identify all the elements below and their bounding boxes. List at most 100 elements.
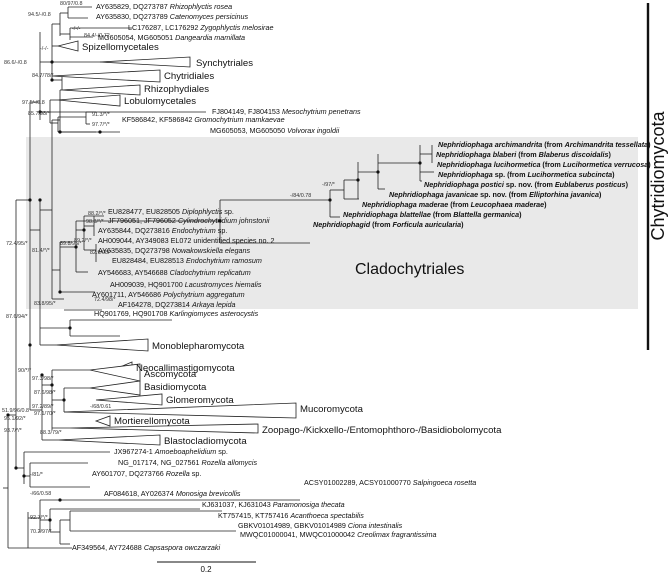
support-value: 97.5/-/0.8 xyxy=(22,100,45,106)
clade-label-mortierellomycota: Mortierellomycota xyxy=(114,416,190,427)
support-value: 84.4/-/0.72 xyxy=(84,33,110,39)
support-value: 87.6/94/* xyxy=(6,314,28,320)
triangle-lobulomycetales xyxy=(57,94,121,107)
support-value: 94.5/-/0.8 xyxy=(28,12,51,18)
taxon-label: AY601707, DQ273766 Rozella sp. xyxy=(92,469,201,478)
taxon-label: AF164278, DQ273814 Arkaya lepida xyxy=(118,300,236,309)
taxon-label: EU828484, EU828513 Endochytrium ramosum xyxy=(112,256,262,265)
support-value: 84.7/78/* xyxy=(32,73,54,79)
support-value: 81.4/*/* xyxy=(32,248,51,254)
support-value: 89.2/*/* xyxy=(74,238,93,244)
taxon-label: AH009039, HQ901700 Lacustromyces hiemali… xyxy=(110,280,262,289)
support-value: 72.4/98/* xyxy=(94,297,116,303)
support-value: 88.2/*/* xyxy=(88,211,107,217)
taxon-label: Nephridiophaga lucihormetica (from Lucih… xyxy=(437,160,651,169)
taxon-label: Nephridiophaga blattellae (from Blattell… xyxy=(343,210,522,219)
clade-label-glomeromycota: Glomeromycota xyxy=(166,395,234,406)
taxon-label: NG_017174, NG_027561 Rozella allomycis xyxy=(118,458,257,467)
taxon-label: Nephridiophagid (from Forficula auricula… xyxy=(313,220,464,229)
support-value: -/66/0.58 xyxy=(30,491,51,497)
taxon-label: MG605053, MG605050 Volvorax ingoldii xyxy=(210,126,340,135)
support-value: 86.6/-/0.8 xyxy=(4,60,27,66)
taxon-label: GBKV01014989, GBKV01014989 Ciona intesti… xyxy=(238,521,403,530)
support-value: 82.9/98/* xyxy=(90,250,112,256)
taxon-label: JF796051, JF796052 Cylindrochytridium jo… xyxy=(108,216,270,225)
triangle-synchytriales xyxy=(99,56,191,68)
support-value: -/-/- xyxy=(40,46,49,52)
support-value: 70.2/97/* xyxy=(30,529,52,535)
support-value: 51.9/96/0.8 xyxy=(2,408,29,414)
support-value: 83.8/95/* xyxy=(34,301,56,307)
clade-label-basidiomycota: Basidiomycota xyxy=(144,382,207,393)
cladochytriales-highlight xyxy=(26,137,638,309)
taxon-label: Nephridiophaga javanicae sp. nov. (from … xyxy=(389,190,602,199)
clade-label-chytridiales: Chytridiales xyxy=(164,71,214,82)
triangle-mucoromycota xyxy=(63,402,297,419)
triangle-basidiomycota xyxy=(89,380,141,396)
clade-label-zoopago-kickxello-entomophthoro-basidiobolomycota: Zoopago-/Kickxello-/Entomophthoro-/Basid… xyxy=(262,425,502,436)
support-value: 93.7/*/* xyxy=(4,428,23,434)
taxon-label: Nephridiophaga blaberi (from Blaberus di… xyxy=(436,150,612,159)
support-value: 97.7/*/* xyxy=(92,122,111,128)
support-value: 88.3/79/* xyxy=(40,430,62,436)
clade-label-blastocladiomycota: Blastocladiomycota xyxy=(164,436,247,447)
support-value: 95.1/92/* xyxy=(4,416,26,422)
clade-label-neocallimastigomycota: Neocallimastigomycota xyxy=(136,363,235,374)
taxon-label: AY635830, DQ273789 Catenomyces persicinu… xyxy=(96,12,249,21)
triangle-glomeromycota xyxy=(95,393,163,406)
support-value: -/-/- xyxy=(72,26,81,32)
support-value: 97.1/70/* xyxy=(34,411,56,417)
triangle-zoopagomycota xyxy=(69,423,259,434)
collapsed-clades xyxy=(51,40,297,446)
taxon-label: AH009044, AY349083 EL072 unidentified sp… xyxy=(98,236,275,245)
taxon-label: Nephridiophaga archimandrita (from Archi… xyxy=(438,140,651,149)
taxon-label: Nephridiophaga sp. (from Lucihormetica s… xyxy=(438,170,615,179)
support-value: -/97/* xyxy=(322,182,336,188)
taxon-label: KJ631037, KJ631043 Paramonosiga thecata xyxy=(202,500,345,509)
support-value: 97.2/89/* xyxy=(32,404,54,410)
clade-label-mucoromycota: Mucoromycota xyxy=(300,404,364,415)
clade-label-spizellomycetales: Spizellomycetales xyxy=(82,42,159,53)
taxon-label: MG605054, MG605051 Dangeardia mamillata xyxy=(98,33,245,42)
taxon-label: HQ901769, HQ901708 Karlingiomyces astero… xyxy=(94,309,259,318)
taxon-label: ACSY01002289, ACSY01000770 Salpingoeca r… xyxy=(304,478,476,487)
triangle-ascomycota xyxy=(89,363,141,382)
taxon-label: AY635829, DQ273787 Rhizophlyctis rosea xyxy=(96,2,232,11)
support-value: -/81/* xyxy=(30,472,44,478)
clade-label-synchytriales: Synchytriales xyxy=(196,58,253,69)
support-value: -/68/0.61 xyxy=(90,404,111,410)
taxon-label: MWQC01000041, MWQC01000042 Creolimax fra… xyxy=(240,530,437,539)
taxon-label: KT757415, KT757416 Acanthoeca spectabili… xyxy=(218,511,364,520)
taxon-label: AY635835, DQ273798 Nowakowskiella elegan… xyxy=(98,246,251,255)
triangle-rhizophydiales xyxy=(61,84,141,96)
support-value: 91.3/*/* xyxy=(92,112,111,118)
branches xyxy=(3,6,434,549)
cladochytriales-label: Cladochytriales xyxy=(355,261,464,278)
triangle-blastocladiomycota xyxy=(57,434,161,446)
taxon-label: EU828477, EU828505 Diplophlyctis sp. xyxy=(108,207,234,216)
taxon-label: AY546683, AY546688 Cladochytrium replica… xyxy=(98,268,251,277)
support-value: 97.3/98/* xyxy=(32,376,54,382)
taxon-label: JX967274-1 Amoeboaphelidium sp. xyxy=(114,447,228,456)
clade-label-ascomycota: Ascomycota xyxy=(144,369,197,380)
triangle-chytridiales xyxy=(51,69,161,83)
taxon-label: AY601711, AY546686 Polychytrium aggregat… xyxy=(92,290,245,299)
taxon-label: AF084618, AY026374 Monosiga brevicollis xyxy=(104,489,241,498)
support-value: 80/97/0.8 xyxy=(60,1,82,7)
clade-label-monoblepharomycota: Monoblepharomycota xyxy=(152,341,245,352)
triangle-mortierellomycota xyxy=(94,415,111,427)
support-value: 87.6/98/* xyxy=(34,390,56,396)
taxon-label: Nephridiophaga postici sp. nov. (from Eu… xyxy=(424,180,629,189)
node-dots xyxy=(6,60,422,522)
tip-labels: AY635829, DQ273787 Rhizophlyctis rosea 80… xyxy=(2,1,651,552)
support-value: 89.8/95/* xyxy=(60,241,82,247)
support-value: 92.7/*/* xyxy=(30,515,49,521)
chytridiomycota-label: Chytridiomycota xyxy=(648,110,668,240)
triangle-spizellomycetales xyxy=(57,40,79,52)
taxon-label: FJ804149, FJ804153 Mesochytrium penetran… xyxy=(212,107,361,116)
taxon-label: AY635844, DQ273816 Endochytrium sp. xyxy=(98,226,227,235)
clade-label-rhizophydiales: Rhizophydiales xyxy=(144,84,209,95)
support-value: 72.4/95/* xyxy=(6,241,28,247)
taxon-label: AF349564, AY724688 Capsaspora owczarzaki xyxy=(72,543,221,552)
clade-label-lobulomycetales: Lobulomycetales xyxy=(124,96,196,107)
